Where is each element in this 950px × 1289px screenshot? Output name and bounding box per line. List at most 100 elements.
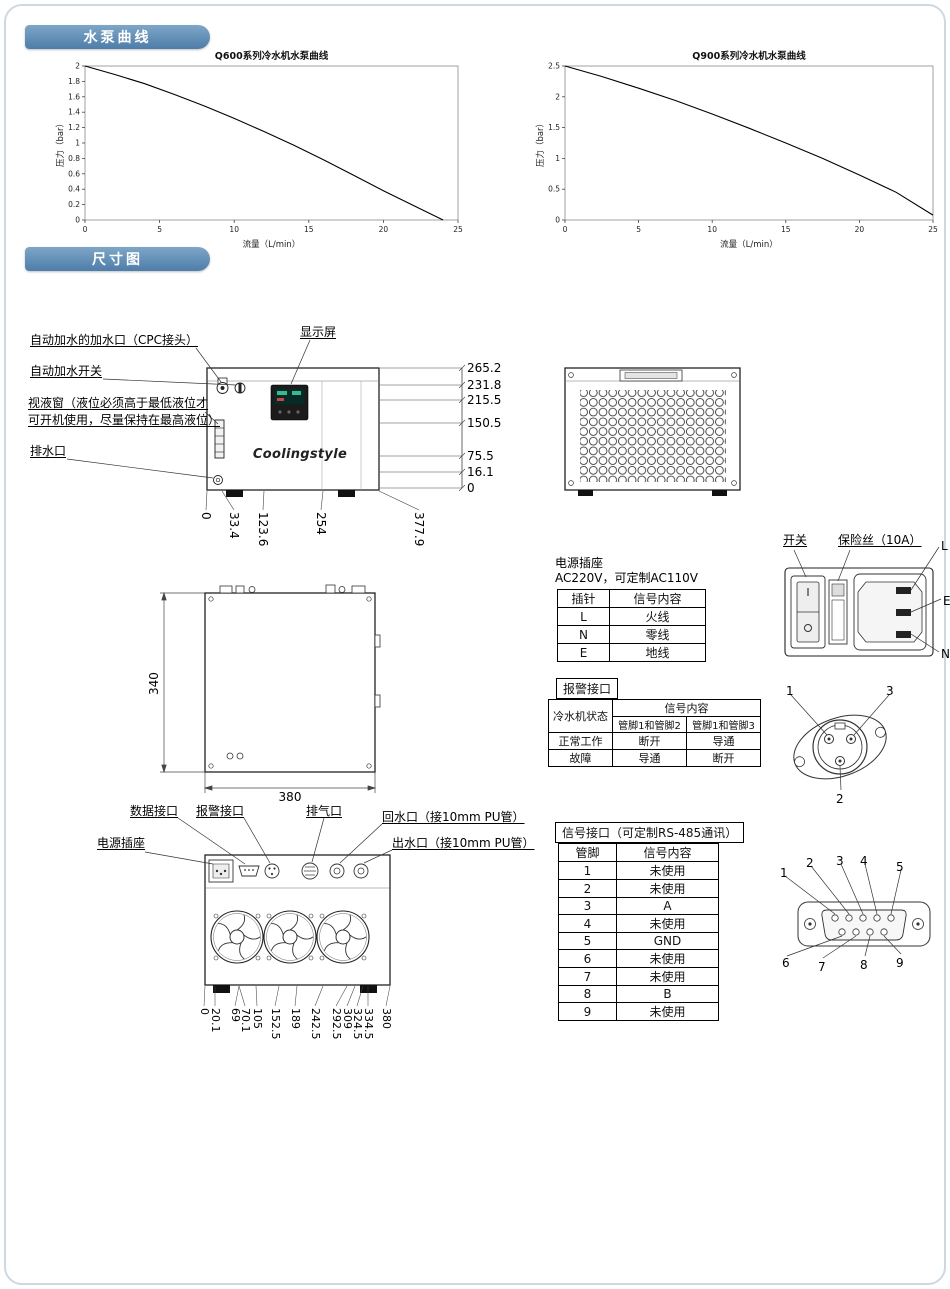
svg-text:1.5: 1.5 <box>548 123 560 132</box>
svg-text:0: 0 <box>83 225 88 234</box>
dim-height-16: 16.1 <box>467 465 494 479</box>
dim-back-5: 152.5 <box>269 1008 282 1040</box>
pump-curve-section-badge: 水泵曲线 <box>25 25 210 49</box>
svg-text:0.4: 0.4 <box>68 185 80 194</box>
power-socket-subtitle: AC220V，可定制AC110V <box>555 571 698 585</box>
fill-switch-knob <box>234 382 246 394</box>
label-sight-glass-line1: 视液窗（液位必须高于最低液位才 <box>28 396 209 410</box>
alarm-table: 冷水机状态 信号内容 管脚1和管脚2 管脚1和管脚3 正常工作 断开 导通 故障… <box>548 699 761 767</box>
label-fuse: 保险丝（10A） <box>838 533 922 547</box>
pin-E <box>896 609 911 616</box>
foot <box>213 985 230 993</box>
svg-text:流量（L/min）: 流量（L/min） <box>243 239 301 250</box>
svg-text:2: 2 <box>75 62 80 71</box>
table-row: E 地线 <box>557 643 706 662</box>
db9-pin-label-5: 5 <box>896 860 904 874</box>
pump-curve-chart-q600: Q600系列冷水机水泵曲线00.20.40.60.811.21.41.61.82… <box>55 50 463 250</box>
alarm-section-title: 报警接口 <box>556 678 619 699</box>
power-socket-table: 插针 信号内容 L 火线 N 零线 E 地线 <box>557 589 706 662</box>
svg-text:1: 1 <box>555 154 560 163</box>
svg-text:2: 2 <box>555 92 560 101</box>
dimension-340 <box>160 591 205 774</box>
label-back-data-port: 数据接口 <box>130 804 179 818</box>
svg-text:0.6: 0.6 <box>68 169 80 178</box>
dim-height-215: 215.5 <box>467 393 502 407</box>
dim-back-12: 380 <box>380 1008 393 1029</box>
label-display-screen: 显示屏 <box>300 325 337 339</box>
dim-front-width-2: 123.6 <box>256 512 270 547</box>
label-auto-fill-port: 自动加水的加水口（CPC接头） <box>30 333 198 347</box>
svg-text:0.2: 0.2 <box>68 200 80 209</box>
svg-text:压力（bar）: 压力（bar） <box>55 119 66 167</box>
fan-2 <box>263 910 317 964</box>
svg-text:1.2: 1.2 <box>68 123 80 132</box>
width-dimension-lines <box>205 490 420 511</box>
label-sight-glass-line2: 可开机使用，尽量保持在最高液位） <box>28 413 221 427</box>
dim-height-0: 0 <box>467 481 475 495</box>
dimension-380 <box>203 772 377 793</box>
signal-col-content: 信号内容 <box>616 843 719 862</box>
label-auto-fill-switch: 自动加水开关 <box>30 364 103 378</box>
dim-front-width-1: 33.4 <box>227 512 241 539</box>
mount-screws <box>804 918 924 930</box>
iec-inlet <box>853 573 927 651</box>
svg-text:10: 10 <box>229 225 239 234</box>
display-screen-drawing <box>270 384 309 421</box>
fill-port-fitting <box>216 377 229 394</box>
alarm-col-state: 冷水机状态 <box>548 699 613 733</box>
label-back-water-return: 回水口（接10mm PU管） <box>382 810 525 824</box>
foot <box>338 490 355 497</box>
exhaust-port <box>301 862 319 880</box>
power-socket-title: 电源插座 <box>555 556 604 570</box>
dim-back-11: 334.5 <box>362 1008 375 1040</box>
label-back-water-out: 出水口（接10mm PU管） <box>392 836 535 850</box>
label-switch: 开关 <box>783 533 808 547</box>
table-row: N 零线 <box>557 625 706 644</box>
col-header-signal: 信号内容 <box>609 589 706 608</box>
leader-lines <box>144 817 393 865</box>
db9-pin-label-2: 2 <box>806 856 814 870</box>
svg-text:5: 5 <box>157 225 162 234</box>
label-back-alarm-port: 报警接口 <box>196 804 245 818</box>
pin-L <box>896 587 911 594</box>
data-port <box>238 865 260 877</box>
svg-text:0: 0 <box>563 225 568 234</box>
svg-text:25: 25 <box>453 225 463 234</box>
table-row: 冷水机状态 信号内容 <box>548 699 761 733</box>
dim-front-width-4: 377.9 <box>412 512 426 547</box>
foot <box>226 490 243 497</box>
dim-back-7: 242.5 <box>309 1008 322 1040</box>
svg-text:10: 10 <box>707 225 717 234</box>
fuse-holder <box>828 579 848 645</box>
svg-text:25: 25 <box>928 225 938 234</box>
fan-1 <box>210 910 264 964</box>
label-drain-port: 排水口 <box>30 444 67 458</box>
svg-text:1: 1 <box>75 139 80 148</box>
side-bumps <box>374 634 381 708</box>
svg-text:1.8: 1.8 <box>68 77 80 86</box>
signal-col-pin: 管脚 <box>558 843 617 862</box>
pin-label-L: L <box>941 539 948 553</box>
label-back-exhaust: 排气口 <box>306 804 343 818</box>
table-row: 正常工作 断开 导通 <box>548 732 761 750</box>
db9-pin-label-4: 4 <box>860 854 868 868</box>
rocker-switch <box>790 575 826 649</box>
svg-text:Q600系列冷水机水泵曲线: Q600系列冷水机水泵曲线 <box>215 50 329 62</box>
foot <box>578 490 593 496</box>
height-dimension-lines <box>380 364 466 492</box>
db9-pin-label-8: 8 <box>860 958 868 972</box>
table-row: 插针 信号内容 <box>557 589 706 608</box>
svg-text:0: 0 <box>555 216 560 225</box>
handle <box>619 369 683 382</box>
sight-glass <box>214 419 225 459</box>
power-inlet <box>208 859 234 883</box>
alarm-port <box>264 863 280 879</box>
corner-screws <box>568 372 737 486</box>
svg-text:压力（bar）: 压力（bar） <box>535 119 546 167</box>
leader-lines <box>793 546 942 653</box>
dim-back-1: 20.1 <box>209 1008 222 1033</box>
